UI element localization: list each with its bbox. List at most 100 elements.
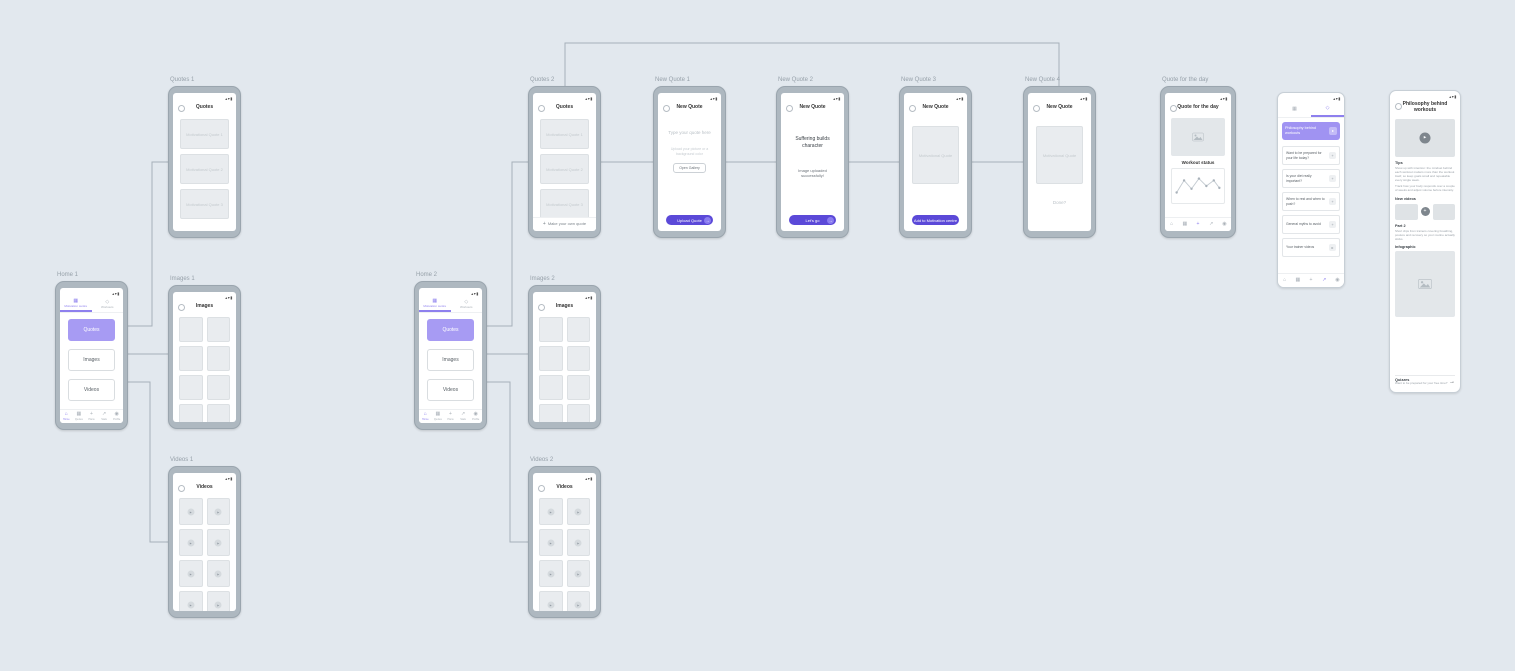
tab-motivation-centre[interactable]: ▦ Motivation centre (419, 297, 451, 312)
video-cell[interactable] (179, 529, 203, 556)
back-button[interactable] (1395, 103, 1402, 110)
back-button[interactable] (538, 304, 545, 311)
video-cell[interactable] (539, 529, 563, 556)
nav-home[interactable]: ⌂Home (419, 410, 432, 423)
menu-button-images[interactable]: Images (427, 349, 474, 371)
nav-stats[interactable]: ↗Stats (98, 410, 111, 423)
image-cell[interactable] (206, 375, 230, 400)
frame-label[interactable]: New Quote 3 (901, 77, 937, 83)
tab-motivation-centre[interactable]: ▦ Motivation centre (60, 297, 92, 312)
tab-workouts[interactable]: ◇ (1311, 102, 1344, 117)
back-button[interactable] (909, 105, 916, 112)
frame-label[interactable]: Quote for the day (1162, 77, 1209, 83)
video-thumbnail[interactable] (1432, 203, 1455, 220)
daily-quote-image[interactable] (1171, 118, 1225, 156)
nav-plans[interactable]: + (1191, 218, 1204, 231)
frame-label[interactable]: Images 1 (170, 276, 195, 282)
image-cell[interactable] (566, 404, 590, 422)
video-cell[interactable] (179, 498, 203, 525)
add-video-icon[interactable]: + (1420, 207, 1430, 217)
infographic-image[interactable] (1395, 251, 1455, 318)
image-cell[interactable] (539, 317, 563, 342)
image-cell[interactable] (566, 375, 590, 400)
nav-stats[interactable]: ↗ (1318, 274, 1331, 287)
intro-video[interactable]: ▸ (1395, 118, 1455, 157)
quote-card[interactable]: Motivational Quote 3 (180, 189, 229, 219)
video-cell[interactable] (206, 560, 230, 587)
back-button[interactable] (178, 105, 185, 112)
nav-plans[interactable]: +Plans (444, 410, 457, 423)
video-cell[interactable] (566, 591, 590, 611)
video-cell[interactable] (566, 560, 590, 587)
nav-profile[interactable]: ◉ (1331, 274, 1344, 287)
video-cell[interactable] (179, 560, 203, 587)
faq-row[interactable]: Your trainer videos ▸ (1282, 238, 1340, 257)
video-cell[interactable] (539, 560, 563, 587)
image-cell[interactable] (206, 317, 230, 342)
nav-quotes[interactable]: ▦Quotes (432, 410, 445, 423)
philosophy-banner[interactable]: Philosophy behind workouts ▸ (1282, 122, 1340, 140)
nav-stats[interactable]: ↗ (1205, 218, 1218, 231)
video-cell[interactable] (539, 591, 563, 611)
quote-card[interactable]: Motivational Quote 1 (540, 119, 589, 149)
faq-row[interactable]: When to rest and when to push? + (1282, 192, 1340, 211)
back-button[interactable] (178, 304, 185, 311)
make-own-quote-button[interactable]: + Make your own quote (533, 217, 596, 229)
frame-label[interactable]: Quotes 1 (170, 77, 195, 83)
back-button[interactable] (663, 105, 670, 112)
nav-profile[interactable]: ◉Profile (469, 410, 482, 423)
frame-label[interactable]: New Quote 4 (1025, 77, 1061, 83)
lets-go-button[interactable]: Let's go → (789, 215, 836, 225)
nav-stats[interactable]: ↗Stats (457, 410, 470, 423)
frame-label[interactable]: New Quote 2 (778, 77, 814, 83)
quote-card[interactable]: Motivational Quote 1 (180, 119, 229, 149)
frame-label[interactable]: New Quote 1 (655, 77, 691, 83)
image-cell[interactable] (179, 404, 203, 422)
video-cell[interactable] (179, 591, 203, 611)
menu-button-videos[interactable]: Videos (427, 379, 474, 401)
faq-row[interactable]: Is your diet really important? + (1282, 169, 1340, 188)
image-cell[interactable] (539, 375, 563, 400)
done-prompt[interactable]: Done? (1052, 200, 1067, 205)
nav-profile[interactable]: ◉ (1218, 218, 1231, 231)
back-button[interactable] (538, 485, 545, 492)
nav-profile[interactable]: ◉Profile (110, 410, 123, 423)
image-cell[interactable] (539, 404, 563, 422)
image-cell[interactable] (566, 317, 590, 342)
menu-button-quotes[interactable]: Quotes (427, 319, 474, 341)
back-button[interactable] (178, 485, 185, 492)
menu-button-quotes[interactable]: Quotes (68, 319, 115, 341)
image-cell[interactable] (539, 346, 563, 371)
nav-plans[interactable]: + (1304, 274, 1317, 287)
image-cell[interactable] (179, 346, 203, 371)
nav-home[interactable]: ⌂ (1278, 274, 1291, 287)
video-cell[interactable] (566, 498, 590, 525)
quote-card[interactable]: Motivational Quote 3 (540, 189, 589, 219)
back-button[interactable] (538, 105, 545, 112)
image-cell[interactable] (206, 404, 230, 422)
tab-motivation-centre[interactable]: ▦ (1278, 102, 1311, 117)
tab-workouts[interactable]: ◇ Workouts (92, 297, 124, 312)
back-button[interactable] (1170, 105, 1177, 112)
nav-home[interactable]: ⌂ (1165, 218, 1178, 231)
quizzes-link[interactable]: Quizzes Want to be prepared for your fre… (1395, 375, 1455, 386)
image-cell[interactable] (179, 375, 203, 400)
open-gallery-button[interactable]: Open Gallery (673, 163, 706, 174)
image-cell[interactable] (179, 317, 203, 342)
quote-input[interactable]: Type your quote here (668, 130, 711, 135)
quote-card[interactable]: Motivational Quote 2 (540, 154, 589, 184)
faq-row[interactable]: Want to be prepared for your life today?… (1282, 146, 1340, 165)
back-button[interactable] (786, 105, 793, 112)
video-cell[interactable] (206, 498, 230, 525)
frame-label[interactable]: Home 1 (57, 272, 79, 278)
frame-label[interactable]: Videos 1 (170, 457, 194, 463)
menu-button-images[interactable]: Images (68, 349, 115, 371)
video-cell[interactable] (206, 529, 230, 556)
menu-button-videos[interactable]: Videos (68, 379, 115, 401)
faq-row[interactable]: General myths to avoid + (1282, 215, 1340, 234)
upload-quote-button[interactable]: Upload Quote → (666, 215, 713, 225)
video-cell[interactable] (539, 498, 563, 525)
frame-label[interactable]: Videos 2 (530, 457, 554, 463)
nav-quotes[interactable]: ▦Quotes (73, 410, 86, 423)
nav-quotes[interactable]: ▦ (1178, 218, 1191, 231)
